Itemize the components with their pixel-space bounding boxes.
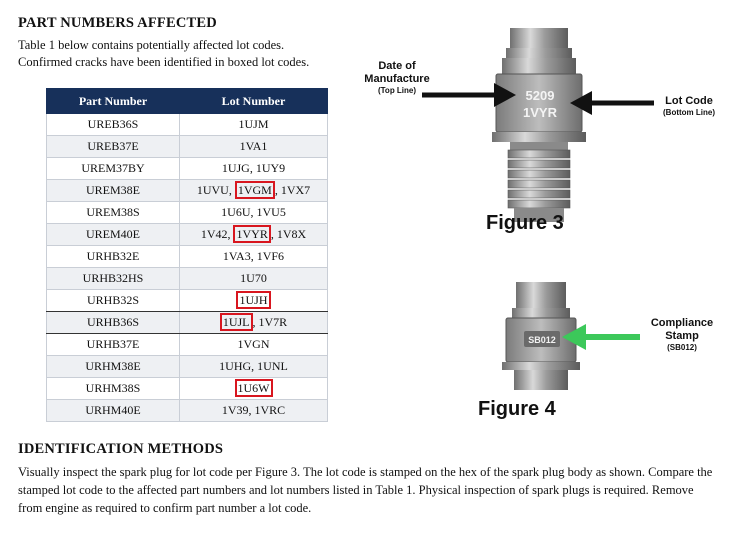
lot-code: 1UJM — [238, 117, 269, 131]
lot-code: 1UNL — [257, 359, 288, 373]
part-number-cell: URHB32S — [46, 289, 180, 312]
lot-code: 1V8X — [276, 227, 307, 241]
stamp-compliance-code: SB012 — [528, 335, 556, 345]
intro-line-2: Confirmed cracks have been identified in… — [18, 55, 310, 69]
lot-number-cell: 1V42, 1VYR, 1V8X — [179, 223, 328, 246]
green-arrow-icon — [562, 324, 640, 350]
identification-heading: IDENTIFICATION METHODS — [18, 441, 224, 457]
lot-number-cell: 1VA1 — [179, 135, 328, 158]
part-number-cell: UREM37BY — [46, 157, 180, 180]
part-number-cell: UREB37E — [46, 135, 180, 158]
boxed-lot-code: 1UJH — [236, 291, 271, 309]
lot-callout-sub: (Bottom Line) — [663, 108, 715, 117]
lot-callout: Lot Code (Bottom Line) — [650, 95, 728, 118]
lot-number-cell: 1U6W — [179, 377, 328, 400]
table-header-row: Part Number Lot Number — [46, 88, 328, 114]
part-number-cell: UREB36S — [46, 113, 180, 136]
part-number-cell: URHB36S — [46, 311, 180, 334]
lot-number-cell: 1V39, 1VRC — [179, 399, 328, 422]
part-number-cell: URHB37E — [46, 333, 180, 356]
col-header-lot: Lot Number — [179, 88, 328, 114]
part-numbers-heading: PART NUMBERS AFFECTED — [18, 15, 217, 31]
table-row: URHM38S 1U6W — [46, 377, 328, 400]
part-number-cell: UREM40E — [46, 223, 180, 246]
boxed-lot-code: 1U6W — [234, 379, 273, 397]
date-callout-title: Date of Manufacture — [364, 60, 430, 85]
lot-code: 1VGN — [237, 337, 270, 351]
lot-code: 1VF6 — [256, 249, 285, 263]
spark-plug-figure4-image: SB012 — [502, 282, 580, 390]
lot-number-cell: 1UJG, 1UY9 — [179, 157, 328, 180]
lot-code: 1VU5 — [256, 205, 286, 219]
lot-number-cell: 1UJM — [179, 113, 328, 136]
boxed-lot-code: 1UJL — [219, 313, 253, 331]
table-row: UREB37E 1VA1 — [46, 135, 328, 158]
lot-callout-title: Lot Code — [665, 95, 713, 107]
compliance-callout: Compliance Stamp (SB012) — [640, 317, 724, 353]
part-number-cell: URHB32E — [46, 245, 180, 268]
boxed-lot-code: 1VGM — [234, 181, 275, 199]
lot-code: 1UVU — [196, 183, 229, 197]
intro-line-1: Table 1 below contains potentially affec… — [18, 38, 285, 52]
lot-code: 1V7R — [258, 315, 288, 329]
stamp-lot-code: 1VYR — [523, 105, 558, 120]
lot-code: 1V39 — [221, 403, 249, 417]
lot-code: 1UJG — [221, 161, 250, 175]
table-row: URHB32S 1UJH — [46, 289, 328, 312]
part-number-cell: UREM38E — [46, 179, 180, 202]
lot-code: 1U70 — [240, 271, 267, 285]
lot-number-cell: 1UJH — [179, 289, 328, 312]
part-number-cell: URHM40E — [46, 399, 180, 422]
stamp-date-code: 5209 — [526, 88, 555, 103]
lot-number-cell: 1U70 — [179, 267, 328, 290]
arrow-left-icon — [422, 83, 516, 107]
col-header-part: Part Number — [46, 88, 180, 114]
lot-code: 1UY9 — [255, 161, 286, 175]
compliance-callout-title: Compliance Stamp — [650, 317, 714, 342]
table-row: URHB37E 1VGN — [46, 333, 328, 356]
identification-body: Visually inspect the spark plug for lot … — [18, 465, 713, 515]
lot-code: 1VRC — [254, 403, 286, 417]
lot-number-cell: 1UHG, 1UNL — [179, 355, 328, 378]
arrow-right-icon — [570, 91, 654, 115]
lot-code: 1VA3 — [222, 249, 251, 263]
lot-code: 1VX7 — [280, 183, 311, 197]
lot-number-cell: 1VA3, 1VF6 — [179, 245, 328, 268]
lot-number-cell: 1UVU, 1VGM, 1VX7 — [179, 179, 328, 202]
part-number-cell: URHM38E — [46, 355, 180, 378]
lot-code: 1UHG — [219, 359, 252, 373]
lot-number-cell: 1UJL, 1V7R — [179, 311, 328, 334]
table-row: URHB32HS 1U70 — [46, 267, 328, 290]
spark-plug-figure3-image: 5209 1VYR — [492, 28, 586, 222]
lot-number-cell: 1VGN — [179, 333, 328, 356]
part-number-cell: UREM38S — [46, 201, 180, 224]
part-number-cell: URHM38S — [46, 377, 180, 400]
lot-code: 1U6U — [221, 205, 251, 219]
intro-text: Table 1 below contains potentially affec… — [18, 37, 309, 71]
lot-code: 1V42 — [200, 227, 228, 241]
boxed-lot-code: 1VYR — [233, 225, 271, 243]
lot-number-cell: 1U6U, 1VU5 — [179, 201, 328, 224]
affected-lots-table: Part Number Lot Number UREB36S 1UJM UREB37… — [46, 88, 328, 422]
compliance-callout-sub: (SB012) — [667, 343, 697, 352]
date-callout-sub: (Top Line) — [377, 86, 417, 95]
lot-code: 1VA1 — [239, 139, 268, 153]
date-callout: Date of Manufacture (Top Line) — [352, 60, 442, 96]
figure3-label: Figure 3 — [486, 212, 564, 234]
figure4-label: Figure 4 — [478, 398, 556, 420]
table-row: UREB36S 1UJM — [46, 113, 328, 136]
part-number-cell: URHB32HS — [46, 267, 180, 290]
